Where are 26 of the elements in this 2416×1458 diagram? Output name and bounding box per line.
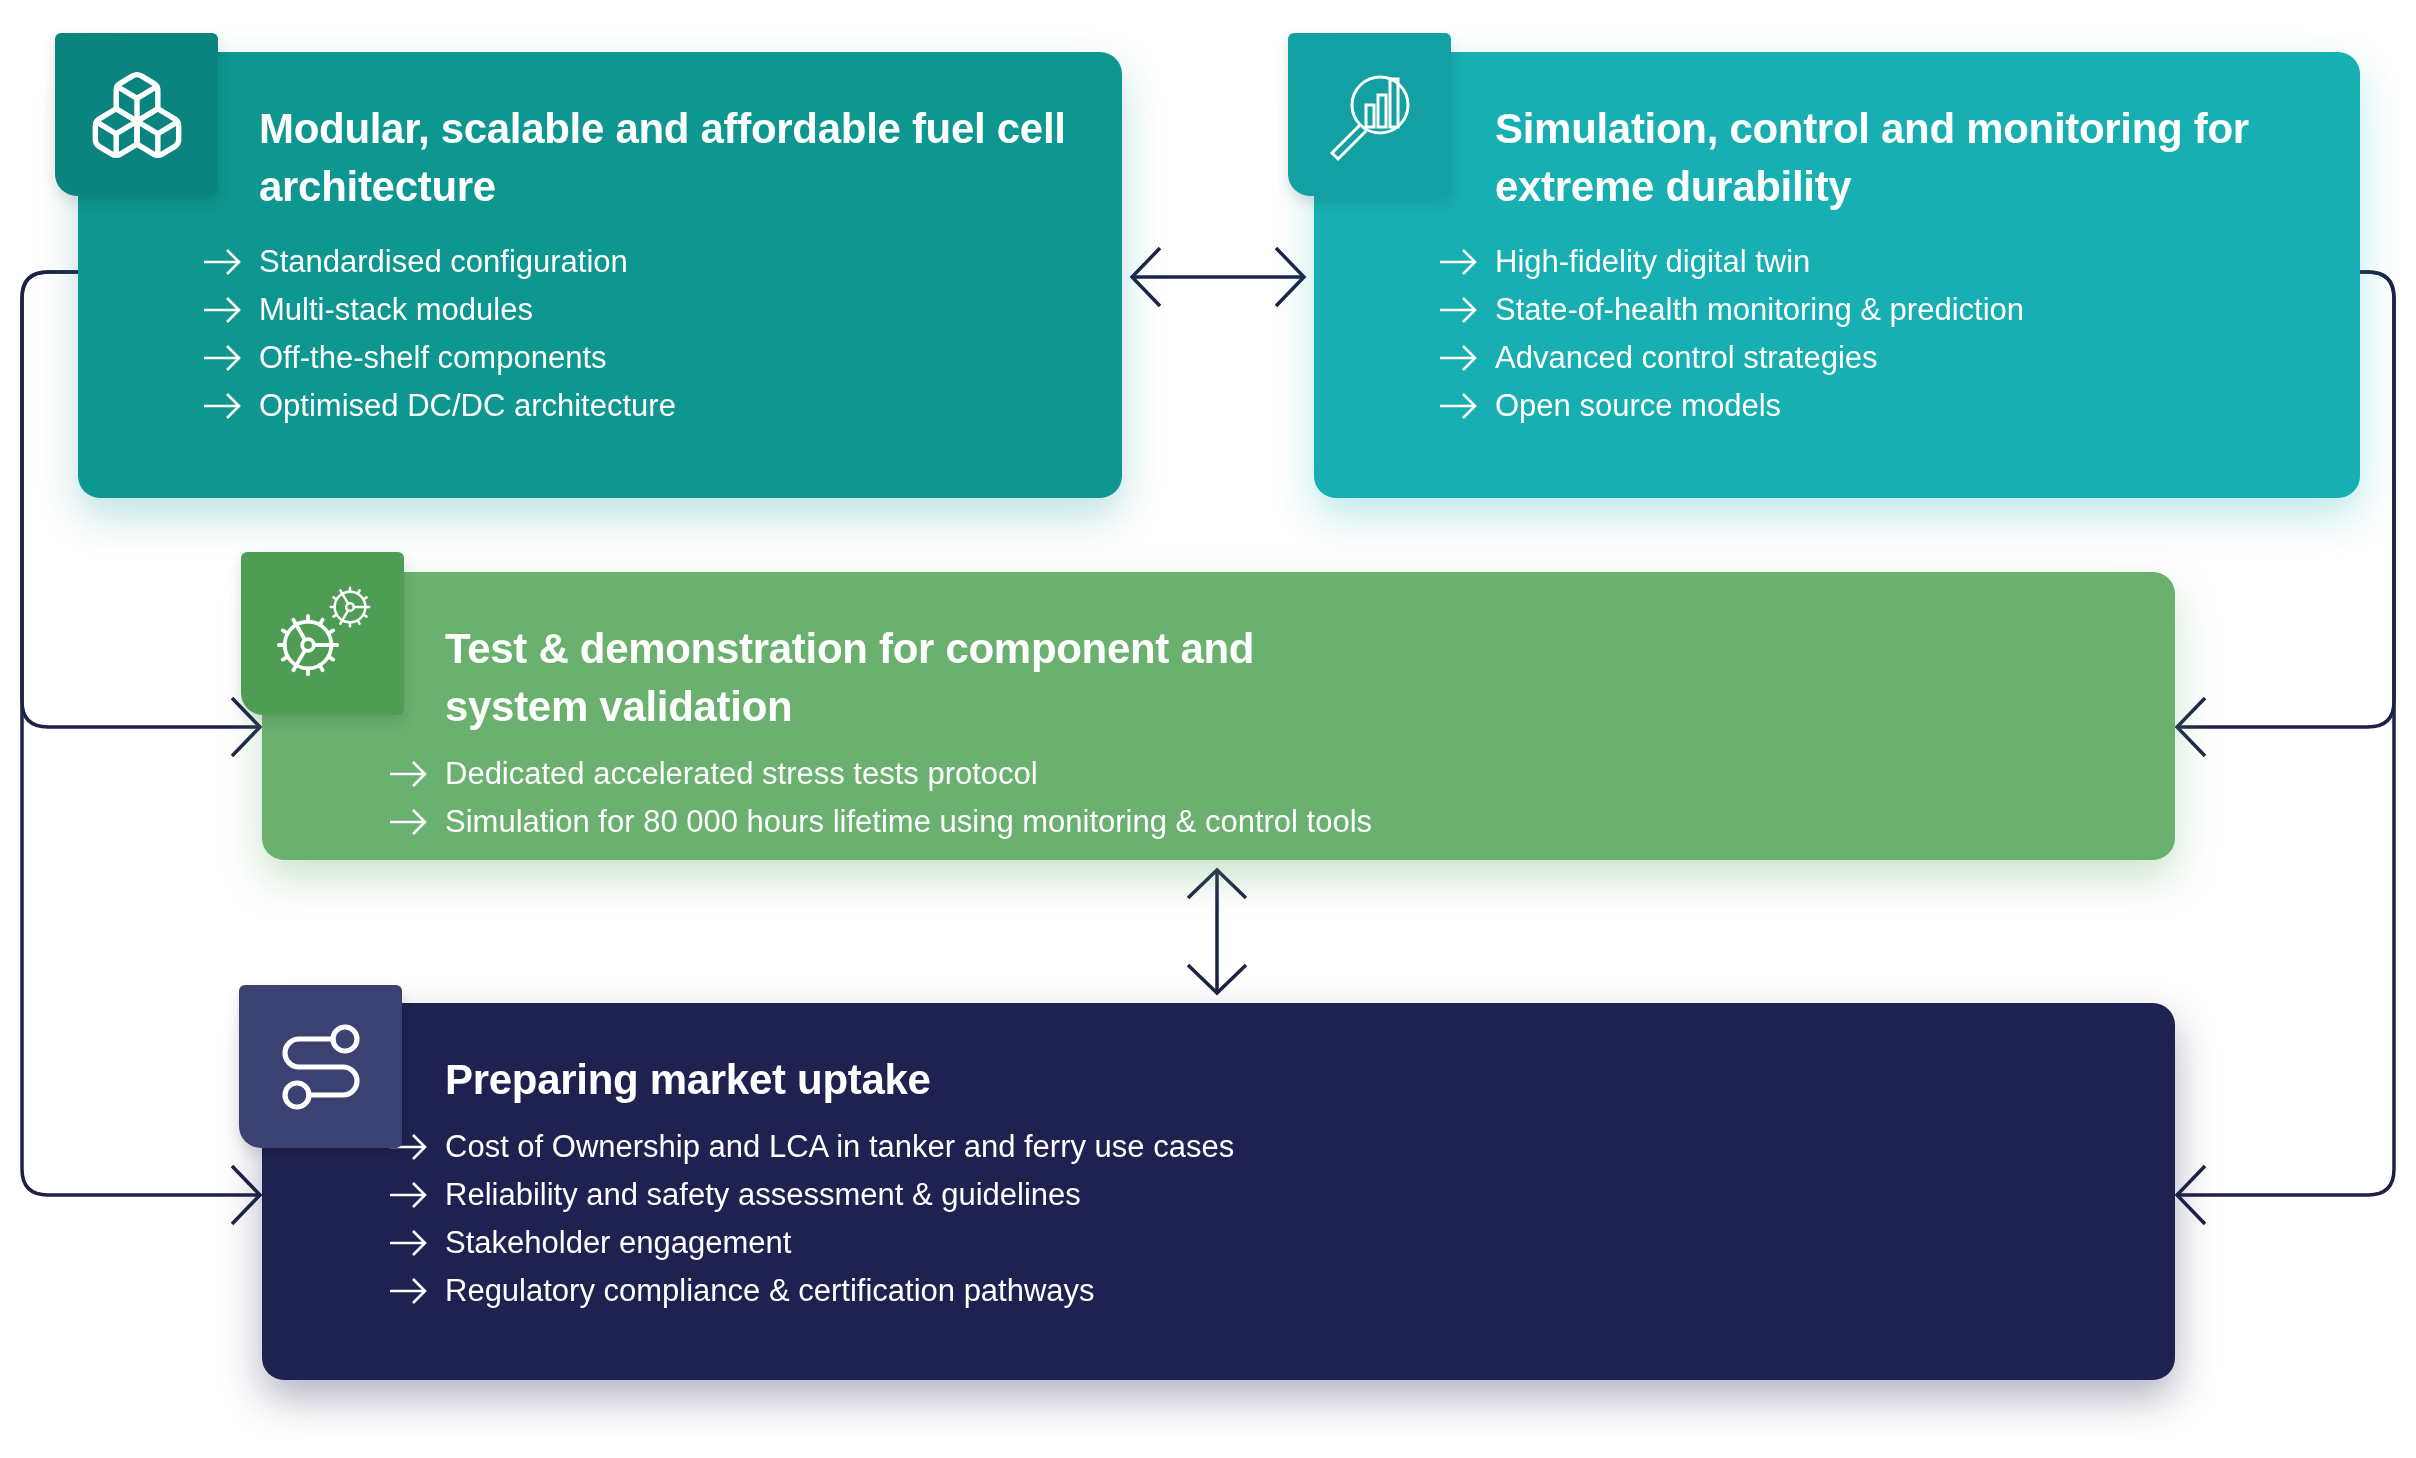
bullet-text: State-of-health monitoring & prediction: [1495, 292, 2024, 328]
bullet-text: Standardised configuration: [259, 244, 628, 280]
connector-arrow: [20, 270, 262, 1226]
bullet-text: Regulatory compliance & certification pathways: [445, 1273, 1095, 1309]
card-heading: Preparing market uptake: [445, 1055, 931, 1105]
bullet-text: Reliability and safety assessment & guidelines: [445, 1177, 1081, 1213]
card-heading: Modular, scalable and affordable fuel cell architecture: [259, 104, 1067, 212]
bullet-text: Optimised DC/DC architecture: [259, 388, 676, 424]
bullet-text: Open source models: [1495, 388, 1782, 424]
bullet-text: Advanced control strategies: [1495, 340, 1878, 376]
card-heading: Test & demonstration for component and system validation: [445, 624, 1256, 732]
bullet-text: Cost of Ownership and LCA in tanker and ferry use cases: [445, 1129, 1235, 1165]
bullet-text: Simulation for 80 000 hours lifetime using monitoring & control tools: [445, 804, 1373, 840]
content-card: [78, 52, 1122, 498]
bullet-text: Dedicated accelerated stress tests protocol: [445, 756, 1038, 792]
bullet-text: High-fidelity digital twin: [1495, 244, 1811, 280]
content-card: [262, 572, 2175, 860]
connector-arrow: [1186, 868, 1248, 995]
bullet-text: Stakeholder engagement: [445, 1225, 792, 1261]
bullet-text: Off-the-shelf components: [259, 340, 607, 376]
card-heading: Simulation, control and monitoring for extreme durability: [1495, 104, 2250, 212]
bullet-text: Multi-stack modules: [259, 292, 533, 328]
content-card: [1314, 52, 2360, 498]
connector-arrow: [2175, 270, 2396, 1226]
connector-arrow: [1130, 246, 1306, 308]
content-card: [262, 1003, 2175, 1380]
